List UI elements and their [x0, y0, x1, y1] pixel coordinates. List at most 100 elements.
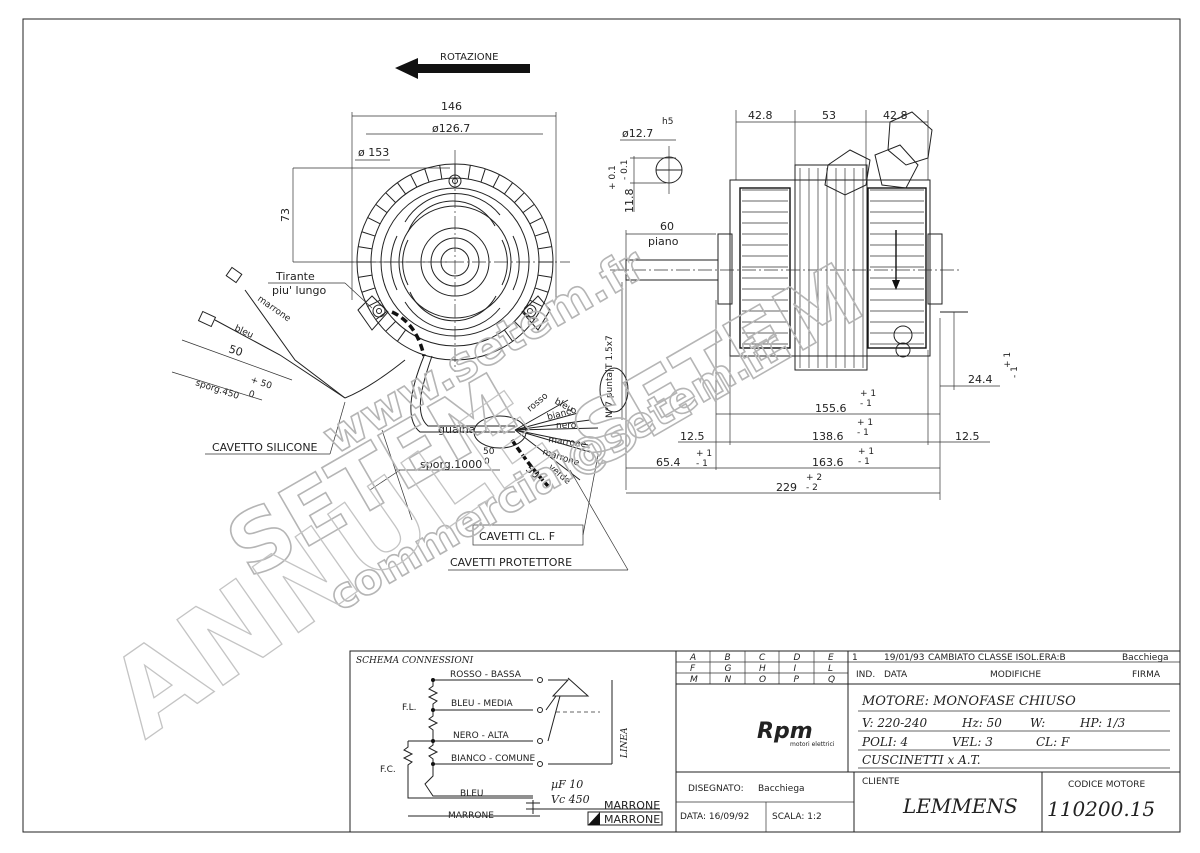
- dim-155-6: 155.6: [815, 402, 847, 415]
- dim-50-mid: 50: [483, 447, 495, 457]
- side-view: ø12.7 h5 + 0.1 - 0.1 11.8 60 piano 42.8 …: [605, 109, 1020, 500]
- dim-73: 73: [279, 208, 292, 222]
- dim-42-8-left: 42.8: [748, 109, 773, 122]
- rpm-logo: Rpm: [757, 719, 813, 744]
- dim-12-5-right: 12.5: [955, 430, 980, 443]
- grid-cell-l: L: [828, 664, 833, 674]
- dim-dia-153: ø 153: [358, 146, 389, 159]
- grid-cell-e: E: [828, 653, 834, 663]
- poli-text: POLI: 4: [861, 735, 908, 749]
- data-text: DATA: 16/09/92: [680, 812, 749, 822]
- dim-50-left: 50: [227, 342, 244, 359]
- tirante-sublabel: piu' lungo: [272, 284, 327, 297]
- dim-146: 146: [441, 100, 462, 113]
- dim-zero: 0: [247, 389, 256, 400]
- punta-label: N°7 punta|T 1.5x7: [605, 335, 615, 418]
- grid-cell-q: Q: [828, 675, 835, 685]
- motore-text: MOTORE: MONOFASE CHIUSO: [861, 694, 1076, 709]
- tol-plus-1-c: + 1: [857, 418, 873, 428]
- fl-label: F.L.: [402, 703, 416, 713]
- vel-text: VEL: 3: [952, 735, 993, 749]
- uf-label: µF 10: [551, 778, 583, 791]
- tol-minus-1-c: - 1: [857, 428, 869, 438]
- wire-nero-label: nero: [556, 421, 577, 431]
- wiring-schema: SCHEMA CONNESSIONI ROSSO - BASSA BLEU - …: [349, 650, 677, 833]
- h5-label: h5: [662, 117, 673, 127]
- hp-text: HP: 1/3: [1079, 716, 1126, 730]
- fc-label: F.C.: [380, 765, 396, 775]
- revision-date: 19/01/93: [884, 653, 924, 663]
- col-data: DATA: [884, 670, 908, 680]
- codice-label: CODICE MOTORE: [1068, 780, 1145, 790]
- tol-plus-0-1: + 0.1: [608, 165, 618, 190]
- grid-cell-b: B: [725, 653, 731, 663]
- disegnato-value: Bacchiega: [758, 784, 805, 794]
- marrone-box2: MARRONE: [604, 813, 660, 826]
- tol-plus-1-d: + 1: [696, 449, 712, 459]
- dim-138-6: 138.6: [812, 430, 844, 443]
- dim-229: 229: [776, 481, 797, 494]
- grid-cell-f: F: [690, 664, 696, 674]
- scala-text: SCALA: 1:2: [772, 812, 822, 822]
- dim-60: 60: [660, 220, 674, 233]
- cl-text: CL: F: [1036, 735, 1070, 749]
- col-ind: IND.: [856, 670, 875, 680]
- col-firma: FIRMA: [1132, 670, 1161, 680]
- rotation-label: ROTAZIONE: [440, 52, 498, 63]
- dim-dia-12-7: ø12.7: [622, 127, 653, 140]
- dim-24-4: 24.4: [968, 373, 993, 386]
- dim-42-8-right: 42.8: [883, 109, 908, 122]
- hz-text: Hz: 50: [961, 716, 1002, 730]
- sporg-450: sporg.450: [194, 378, 240, 402]
- piano-label: piano: [648, 235, 679, 248]
- bleu-media-label: BLEU - MEDIA: [451, 699, 513, 709]
- wire-marrone-label: marrone: [255, 294, 292, 324]
- grid-cell-d: D: [794, 653, 801, 663]
- cuscinetti-text: CUSCINETTI x A.T.: [862, 753, 981, 767]
- w-text: W:: [1030, 716, 1045, 730]
- cavetti-clf-label: CAVETTI CL. F: [479, 530, 555, 543]
- grid-cell-m: M: [690, 675, 698, 685]
- grid-cell-c: C: [759, 653, 766, 663]
- cooling-fins: [357, 164, 553, 342]
- dim-53: 53: [822, 109, 836, 122]
- tol-plus-1-b: + 1: [860, 389, 876, 399]
- dim-65-4: 65.4: [656, 456, 681, 469]
- tol-minus-1-e: - 1: [858, 457, 870, 467]
- codice-value: 110200.15: [1047, 797, 1155, 821]
- grid-cell-n: N: [725, 675, 732, 685]
- grid-cell-p: P: [794, 675, 800, 685]
- tol-minus-1-a: - 1: [1010, 366, 1020, 378]
- linea-label: LINEA: [620, 727, 630, 759]
- tirante-label: Tirante: [275, 270, 315, 283]
- tol-plus-1-a: + 1: [1003, 352, 1013, 368]
- col-modifiche: MODIFICHE: [990, 670, 1041, 680]
- disegnato-label: DISEGNATO:: [688, 784, 744, 794]
- revision-text: CAMBIATO CLASSE ISOL.ERA:B: [928, 653, 1066, 663]
- cavetto-silicone-label: CAVETTO SILICONE: [212, 441, 318, 454]
- revision-firma: Bacchiega: [1122, 653, 1169, 663]
- rpm-logo-sub: motori elettrici: [790, 741, 835, 748]
- rotation-arrow: [395, 58, 530, 79]
- marrone-box1: MARRONE: [604, 799, 660, 812]
- v-text: V: 220-240: [862, 716, 928, 730]
- bianco-comune-label: BIANCO - COMUNE: [451, 754, 536, 764]
- grid-cell-g: G: [725, 664, 732, 674]
- schema-title: SCHEMA CONNESSIONI: [356, 656, 474, 666]
- cavetti-protettore-label: CAVETTI PROTETTORE: [450, 556, 572, 569]
- bleu-label: BLEU: [460, 789, 483, 799]
- tol-plus-2: + 2: [806, 473, 822, 483]
- vc-label: Vc 450: [551, 793, 590, 806]
- revision-num: 1: [852, 653, 858, 663]
- tol-minus-2: - 2: [806, 483, 818, 493]
- tol-minus-0-1: - 0.1: [620, 160, 630, 180]
- nero-alta-label: NERO - ALTA: [453, 731, 509, 741]
- guaina-label: guaina: [438, 423, 475, 436]
- tol-plus-1-e: + 1: [858, 447, 874, 457]
- body-fins: [742, 168, 924, 368]
- tol-minus-1-d: - 1: [696, 459, 708, 469]
- grid-cell-a: A: [689, 653, 696, 663]
- dim-163-6: 163.6: [812, 456, 844, 469]
